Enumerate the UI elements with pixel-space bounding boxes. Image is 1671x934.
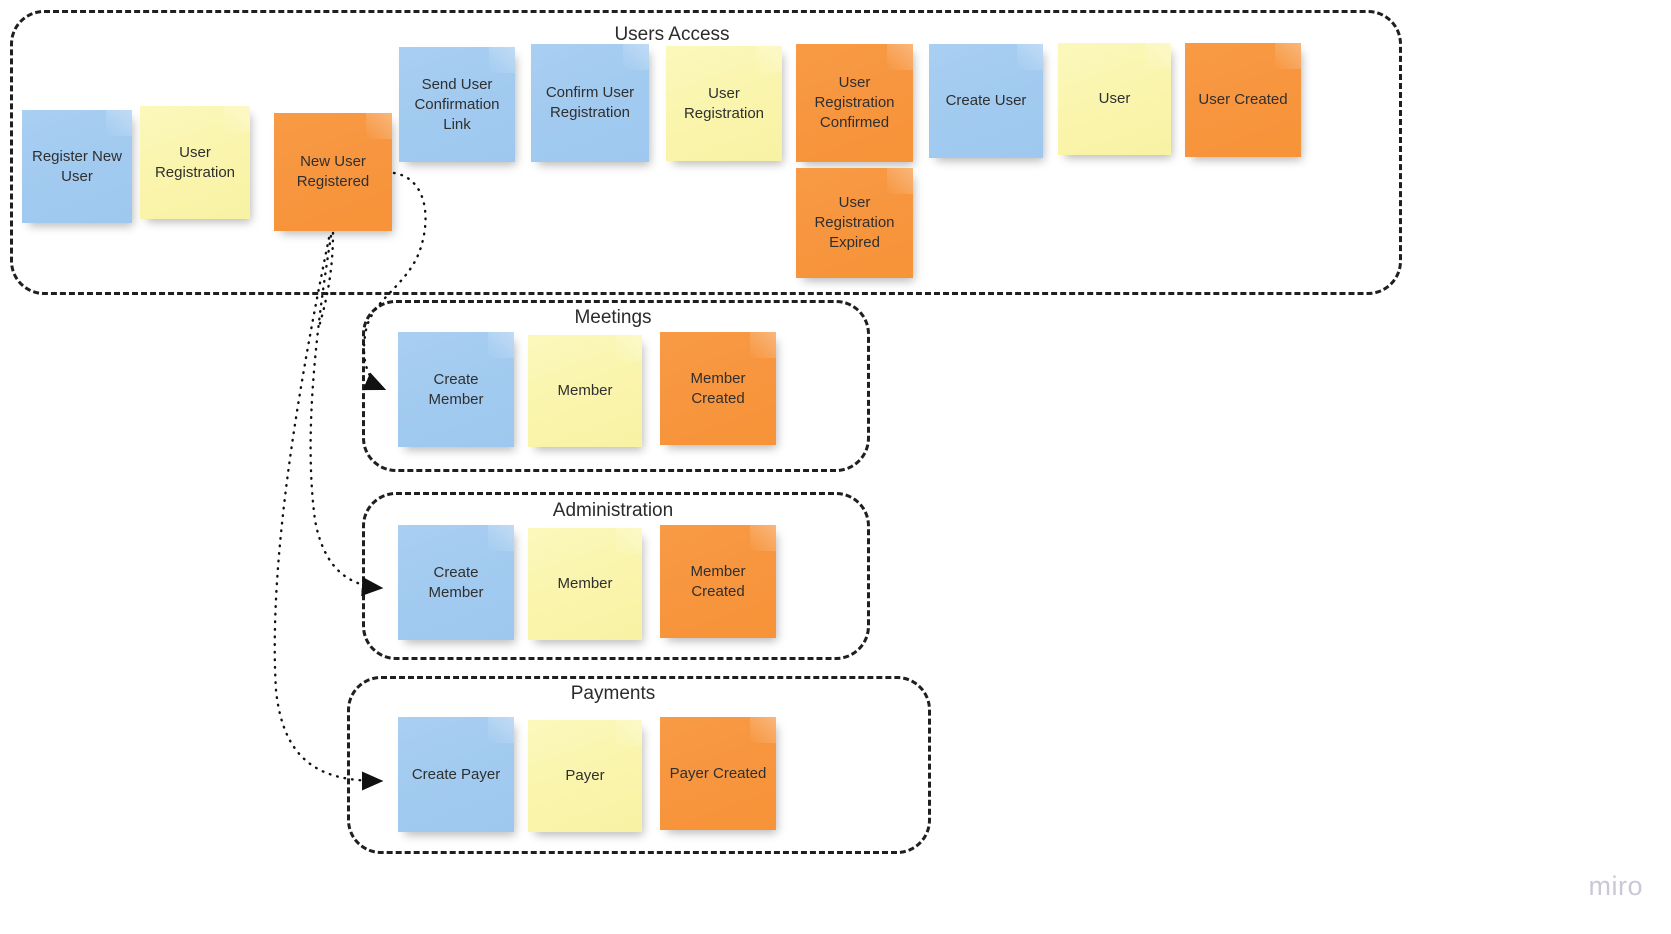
sticky-note[interactable]: User bbox=[1058, 43, 1171, 155]
sticky-note[interactable]: Confirm User Registration bbox=[531, 44, 649, 162]
sticky-note[interactable]: Register New User bbox=[22, 110, 132, 223]
sticky-note[interactable]: User Created bbox=[1185, 43, 1301, 157]
sticky-note-label: New User Registered bbox=[296, 153, 370, 190]
group-title-payments: Payments bbox=[564, 683, 662, 705]
sticky-note-label: Payer bbox=[565, 767, 605, 784]
group-frame-users-access[interactable] bbox=[10, 10, 1402, 295]
group-title-administration: Administration bbox=[546, 500, 680, 522]
sticky-note-label: Create Member bbox=[428, 370, 484, 408]
sticky-note-label: Member Created bbox=[690, 369, 746, 407]
sticky-note[interactable]: Payer Created bbox=[660, 717, 776, 830]
sticky-note-label: User Registration Confirmed bbox=[814, 74, 895, 131]
group-title-users-access: Users Access bbox=[608, 24, 736, 46]
sticky-note[interactable]: Member bbox=[528, 335, 642, 447]
group-title-meetings: Meetings bbox=[568, 307, 658, 329]
sticky-note[interactable]: User Registration Expired bbox=[796, 168, 913, 278]
sticky-note-label: Member bbox=[557, 575, 613, 592]
sticky-note[interactable]: Member bbox=[528, 528, 642, 640]
sticky-note[interactable]: User Registration bbox=[666, 46, 782, 161]
sticky-note-label: User Created bbox=[1198, 91, 1288, 108]
sticky-note[interactable]: User Registration Confirmed bbox=[796, 44, 913, 162]
sticky-note-label: Confirm User Registration bbox=[545, 84, 635, 121]
sticky-note[interactable]: New User Registered bbox=[274, 113, 392, 231]
sticky-note-label: Create Member bbox=[428, 563, 484, 601]
sticky-note[interactable]: Member Created bbox=[660, 332, 776, 445]
miro-watermark: miro bbox=[1588, 871, 1643, 901]
sticky-note-label: Send User Confirmation Link bbox=[414, 75, 500, 133]
sticky-note[interactable]: Create Payer bbox=[398, 717, 514, 832]
sticky-note[interactable]: Payer bbox=[528, 720, 642, 832]
sticky-note-label: Member bbox=[557, 382, 613, 399]
sticky-note[interactable]: Create User bbox=[929, 44, 1043, 158]
sticky-note[interactable]: Send User Confirmation Link bbox=[399, 47, 515, 162]
sticky-note-label: User Registration Expired bbox=[814, 194, 895, 251]
sticky-note-label: Create Payer bbox=[411, 765, 501, 783]
sticky-note-label: Member Created bbox=[690, 562, 746, 600]
sticky-note[interactable]: Create Member bbox=[398, 332, 514, 447]
sticky-note-label: Payer Created bbox=[669, 764, 767, 782]
sticky-note-label: Register New User bbox=[31, 147, 123, 185]
sticky-note-label: Create User bbox=[945, 92, 1027, 109]
sticky-note-label: User Registration bbox=[683, 84, 765, 122]
sticky-note-label: User bbox=[1098, 90, 1131, 107]
sticky-note[interactable]: Create Member bbox=[398, 525, 514, 640]
sticky-note[interactable]: Member Created bbox=[660, 525, 776, 638]
sticky-note[interactable]: User Registration bbox=[140, 106, 250, 219]
sticky-note-label: User Registration bbox=[154, 143, 236, 181]
